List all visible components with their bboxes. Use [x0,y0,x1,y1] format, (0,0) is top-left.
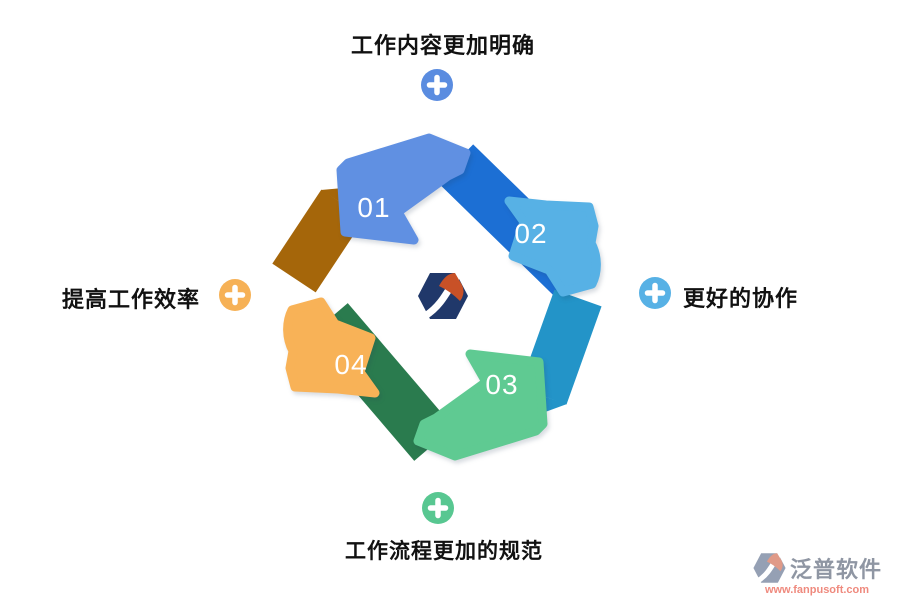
watermark-url: www.fanpusoft.com [764,584,870,596]
plus-glyph [224,284,246,306]
arrow-01 [336,133,471,245]
step-number-04: 04 [334,349,368,380]
fold-tail-02 [519,289,602,405]
ribbon-arrows [283,133,601,461]
plus-glyph [644,282,666,304]
step-number-01: 01 [357,192,391,223]
fold-tail-04 [272,189,365,293]
plus-glyph [426,74,448,96]
fanpu-logo [418,271,468,319]
plus-icon [422,492,454,524]
plus-icon [219,279,251,311]
arrow-04 [283,297,380,398]
logo-orange-lobe [439,273,464,301]
arrow-03 [413,349,548,461]
watermark-lobe [766,553,783,572]
watermark-logo-icon [753,551,786,584]
step-number-03: 03 [485,369,519,400]
watermark-brand: 泛普软件 [789,557,882,582]
plus-icon [421,69,453,101]
label-top: 工作内容更加明确 [350,33,536,58]
label-left: 提高工作效率 [62,287,201,312]
plus-icon [639,277,671,309]
step-number-02: 02 [514,218,548,249]
arrow-02 [504,196,601,297]
plus-glyph [427,497,449,519]
watermark: 泛普软件 www.fanpusoft.com [752,550,882,596]
label-right: 更好的协作 [683,286,799,311]
label-bottom: 工作流程更加的规范 [345,540,543,563]
